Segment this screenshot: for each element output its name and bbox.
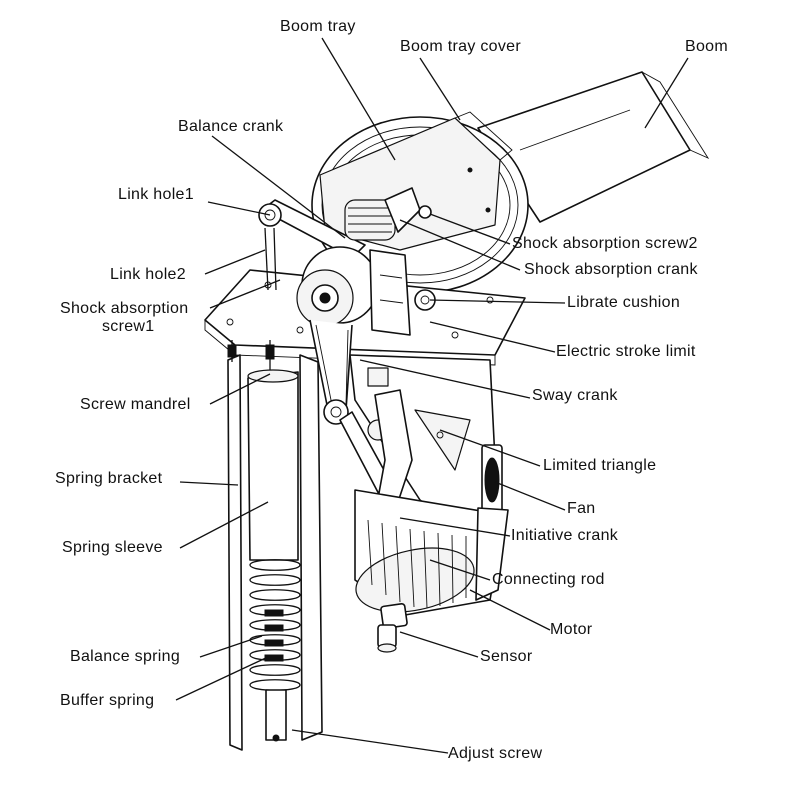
label-fan: Fan <box>567 500 596 517</box>
label-shock-absorption-screw2: Shock absorption screw2 <box>512 235 698 252</box>
label-boom-tray: Boom tray <box>280 18 356 35</box>
label-spring-sleeve: Spring sleeve <box>62 539 163 556</box>
label-motor: Motor <box>550 621 593 638</box>
motor-part <box>354 489 509 653</box>
label-screw-mandrel: Screw mandrel <box>80 396 191 413</box>
side-plate-part <box>349 354 499 541</box>
label-balance-spring: Balance spring <box>70 648 181 665</box>
leader-lines <box>175 37 689 754</box>
label-shock-absorption-crank: Shock absorption crank <box>524 261 698 278</box>
label-librate-cushion: Librate cushion <box>567 294 681 311</box>
label-shock-absorption-screw1-line1: Shock absorption <box>60 300 189 317</box>
label-boom: Boom <box>685 38 728 55</box>
label-sensor: Sensor <box>480 648 533 665</box>
crank-assembly-part <box>258 187 436 336</box>
label-sway-crank: Sway crank <box>532 387 618 404</box>
label-balance-crank: Balance crank <box>178 118 284 135</box>
label-link-hole2: Link hole2 <box>110 266 186 283</box>
label-link-hole1: Link hole1 <box>118 186 194 203</box>
label-boom-tray-cover: Boom tray cover <box>400 38 521 55</box>
label-connecting-rod: Connecting rod <box>492 571 605 588</box>
label-buffer-spring: Buffer spring <box>60 692 155 709</box>
fan-part <box>481 444 503 516</box>
label-shock-absorption-screw1-line2: screw1 <box>102 318 155 335</box>
label-electric-stroke-limit: Electric stroke limit <box>556 343 696 360</box>
label-initiative-crank: Initiative crank <box>511 527 619 544</box>
label-spring-bracket: Spring bracket <box>55 470 163 487</box>
label-limited-triangle: Limited triangle <box>543 457 657 474</box>
label-adjust-screw: Adjust screw <box>448 745 543 762</box>
spring-column-part <box>227 340 323 751</box>
